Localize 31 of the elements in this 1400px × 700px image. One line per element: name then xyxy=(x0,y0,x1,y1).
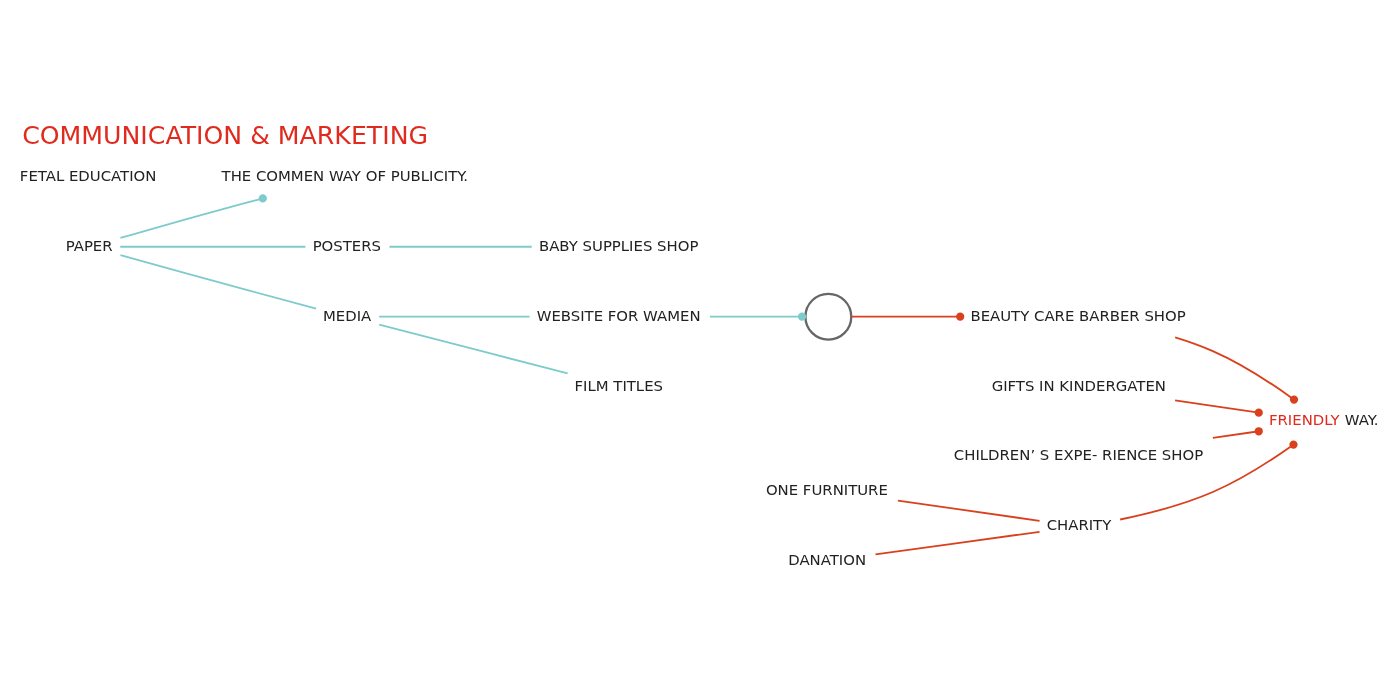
node-text: PAPER xyxy=(65,236,113,255)
connector xyxy=(850,312,965,321)
connector xyxy=(1119,440,1298,520)
connector xyxy=(378,323,569,374)
connector xyxy=(119,245,307,248)
node-text: CHILDREN’ S EXPE- RIENCE SHOP xyxy=(953,445,1204,464)
node-text: FILM TITLES xyxy=(574,375,663,394)
node-text: POSTERS xyxy=(312,236,382,255)
node-text: FRIENDLY WAY. xyxy=(1268,410,1379,429)
connector xyxy=(874,530,1041,555)
connector xyxy=(119,193,267,239)
connector xyxy=(1174,398,1263,417)
connector xyxy=(378,315,531,318)
node-text: THE COMMEN WAY OF PUBLICITY. xyxy=(221,166,469,185)
node-text: MEDIA xyxy=(322,306,372,325)
node-person xyxy=(804,292,853,341)
node-text: BEAUTY CARE BARBER SHOP xyxy=(970,306,1186,325)
connector xyxy=(1211,426,1263,439)
connector xyxy=(709,312,807,321)
node-text: GIFTS IN KINDERGATEN xyxy=(991,375,1166,394)
node-text: ONE FURNITURE xyxy=(765,480,888,499)
node-text: FETAL EDUCATION xyxy=(19,166,157,185)
node-text: BABY SUPPLIES SHOP xyxy=(538,236,699,255)
node-text: CHARITY xyxy=(1046,515,1112,534)
node-text: DANATION xyxy=(788,550,867,569)
diagram-title: COMMUNICATION & MARKETING xyxy=(22,120,429,150)
connector xyxy=(388,245,533,248)
connector xyxy=(119,253,317,309)
node-text: WEBSITE FOR WAMEN xyxy=(536,306,701,325)
connector xyxy=(897,499,1041,522)
connector xyxy=(1174,335,1299,404)
